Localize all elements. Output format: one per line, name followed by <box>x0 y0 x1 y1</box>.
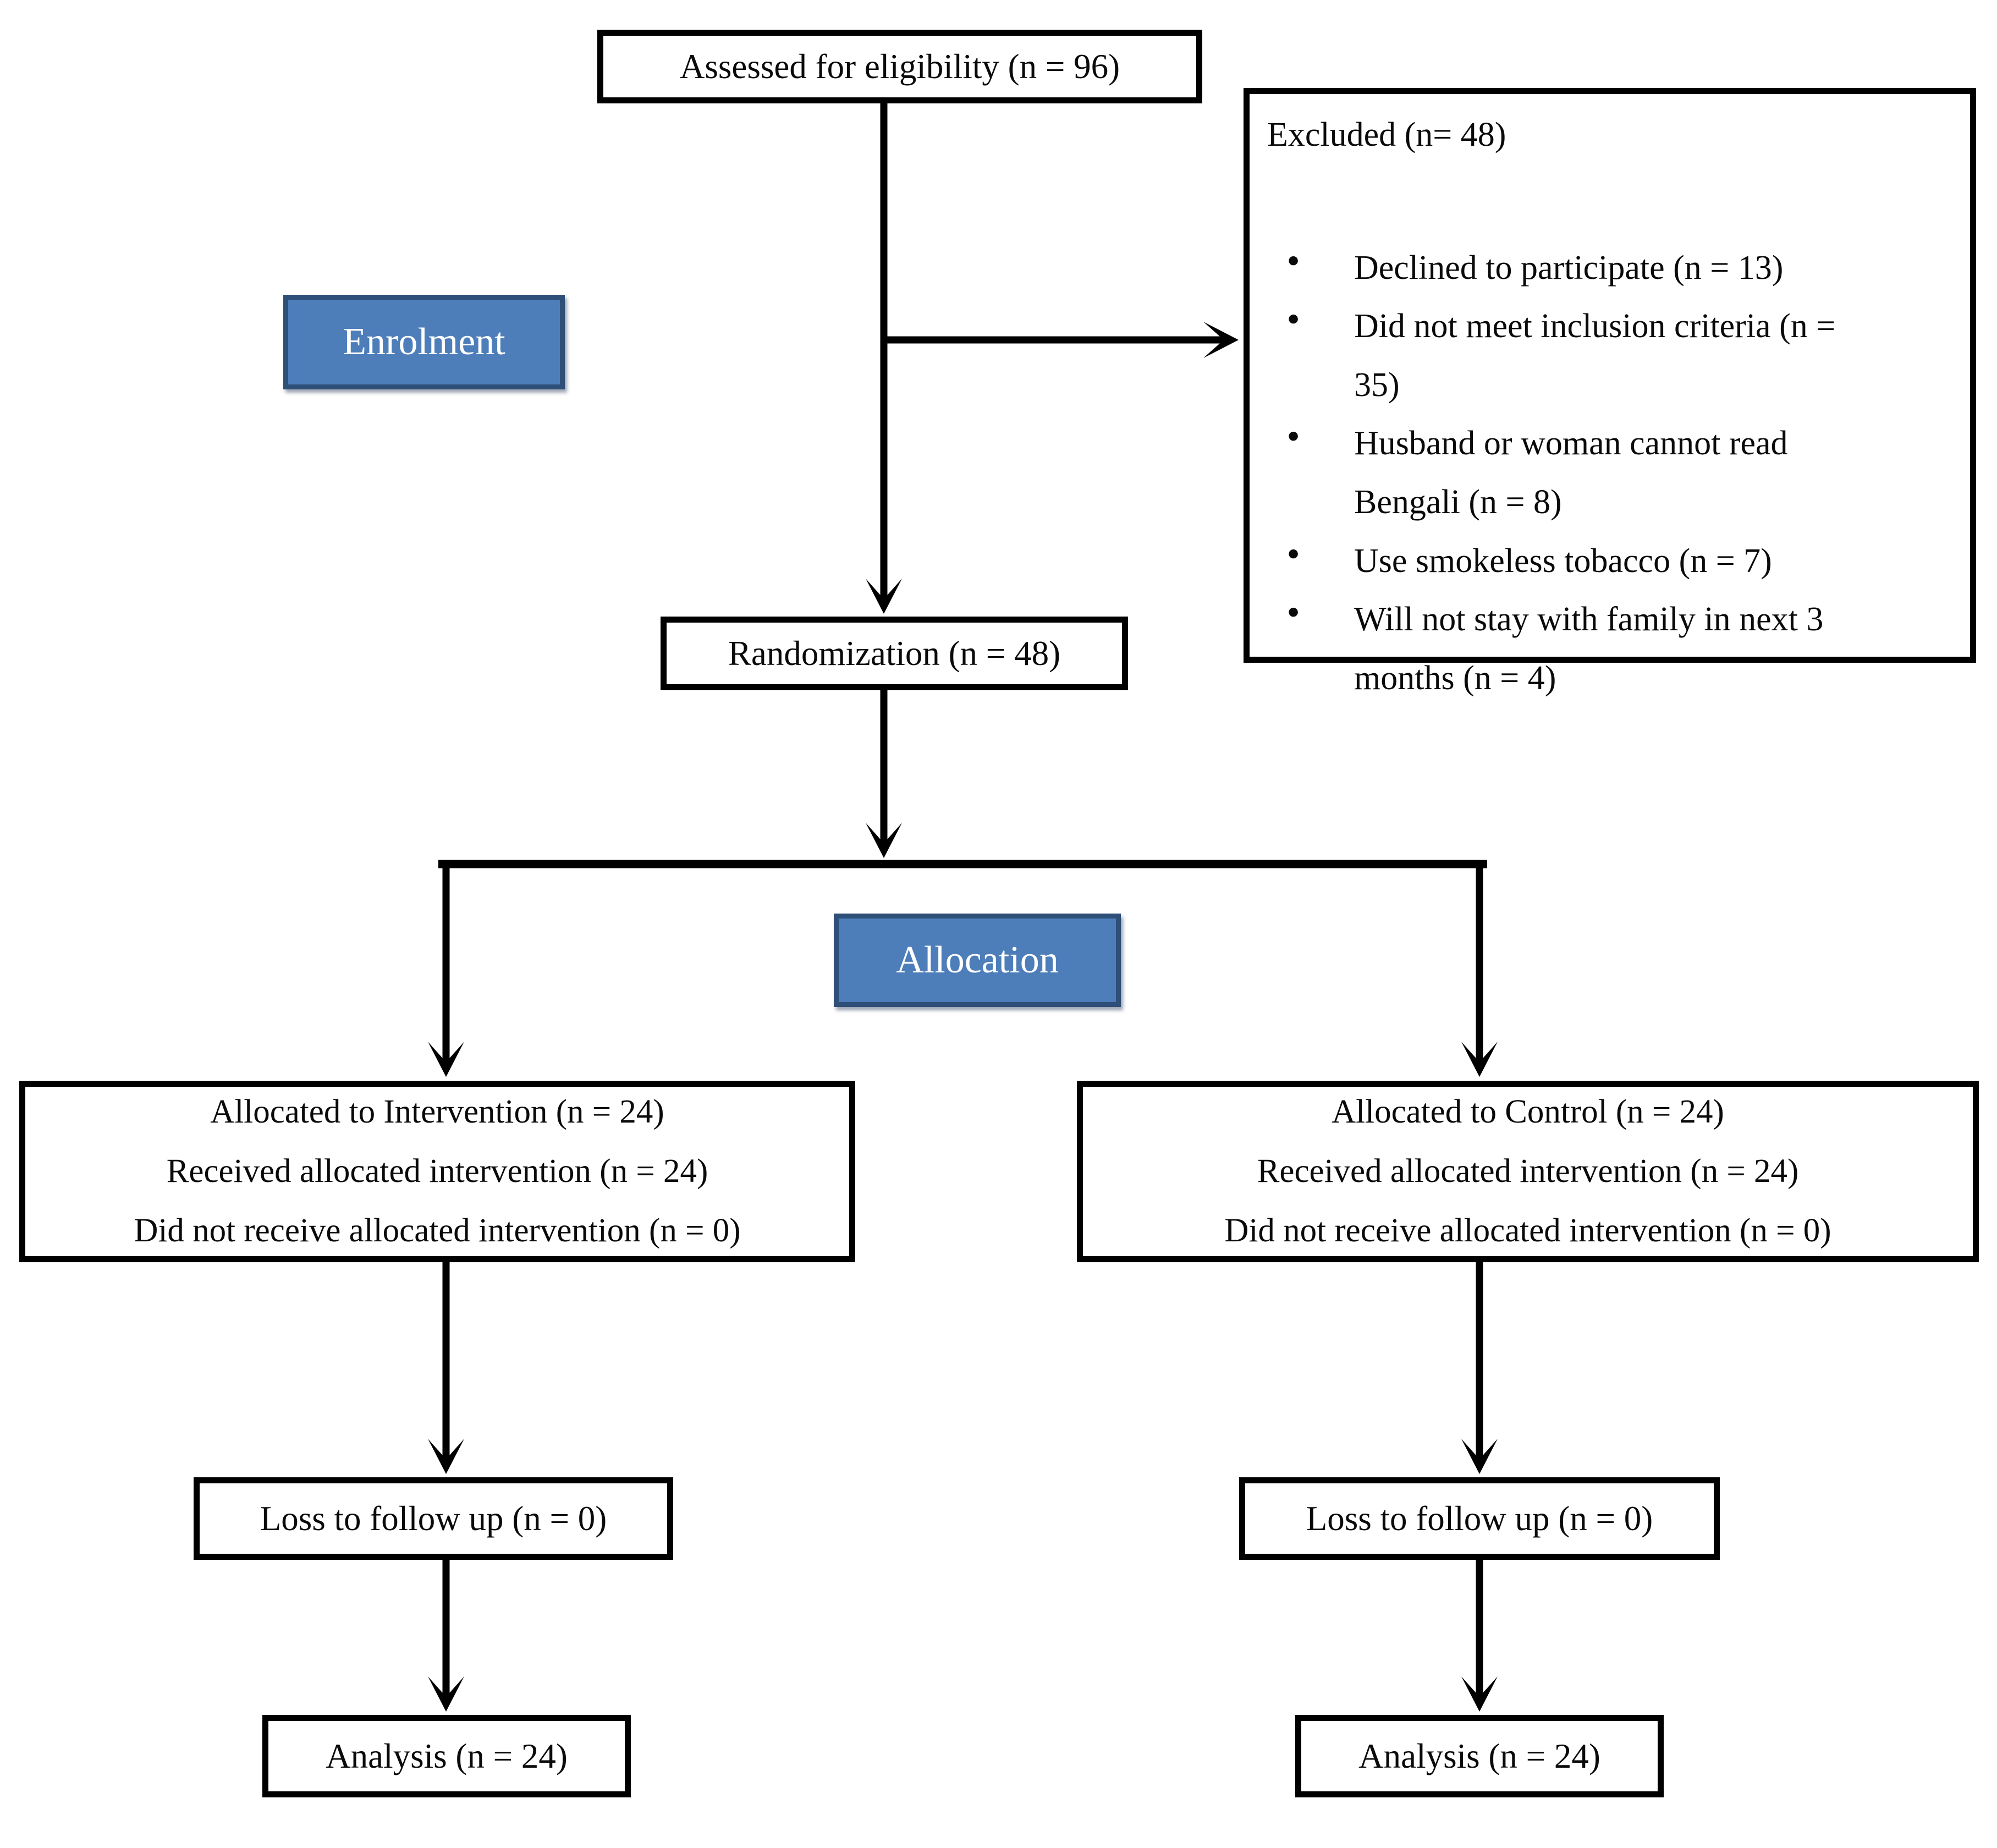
stage-label-allocation: Allocation <box>834 914 1121 1007</box>
allocated-intervention-line: Did not receive allocated intervention (… <box>134 1212 741 1249</box>
arrowhead-control <box>1461 1042 1498 1077</box>
arrowhead-randomization <box>866 579 902 614</box>
randomization-text: Randomization (n = 48) <box>728 634 1061 673</box>
excluded-reason-item: Use smokeless tobacco (n = 7) <box>1285 532 1944 591</box>
allocated-control-line: Received allocated intervention (n = 24) <box>1257 1153 1799 1190</box>
box-allocated-intervention: Allocated to Intervention (n = 24) Recei… <box>19 1081 855 1262</box>
arrowhead-analysis-intervention <box>428 1676 464 1712</box>
assessed-eligibility-text: Assessed for eligibility (n = 96) <box>679 47 1120 86</box>
arrowhead-excluded <box>1203 322 1239 358</box>
loss-followup-intervention-text: Loss to follow up (n = 0) <box>260 1499 607 1538</box>
box-allocated-control: Allocated to Control (n = 24) Received a… <box>1077 1081 1979 1262</box>
excluded-reason-item: Will not stay with family in next 3 mont… <box>1285 590 1944 707</box>
arrowhead-analysis-control <box>1461 1676 1498 1712</box>
box-analysis-intervention: Analysis (n = 24) <box>262 1715 631 1797</box>
box-assessed-eligibility: Assessed for eligibility (n = 96) <box>597 30 1202 103</box>
excluded-reasons-list: Declined to participate (n = 13) Did not… <box>1267 239 1944 708</box>
box-excluded: Excluded (n= 48) Declined to participate… <box>1244 88 1976 697</box>
arrowhead-intervention <box>428 1042 464 1077</box>
excluded-title: Excluded (n= 48) <box>1267 116 1506 153</box>
enrolment-label-text: Enrolment <box>343 321 505 363</box>
analysis-control-text: Analysis (n = 24) <box>1358 1736 1600 1775</box>
allocated-control-line: Did not receive allocated intervention (… <box>1224 1212 1831 1249</box>
loss-followup-control-text: Loss to follow up (n = 0) <box>1306 1499 1653 1538</box>
box-analysis-control: Analysis (n = 24) <box>1295 1715 1664 1797</box>
arrowhead-split <box>866 823 902 858</box>
allocated-intervention-line: Allocated to Intervention (n = 24) <box>210 1093 664 1130</box>
excluded-reason-item: Did not meet inclusion criteria (n = 35) <box>1285 297 1944 414</box>
excluded-reason-item: Husband or woman cannot read Bengali (n … <box>1285 414 1944 531</box>
box-loss-followup-control: Loss to follow up (n = 0) <box>1239 1477 1720 1560</box>
box-randomization: Randomization (n = 48) <box>661 617 1128 690</box>
excluded-reason-item: Declined to participate (n = 13) <box>1285 239 1944 298</box>
allocation-label-text: Allocation <box>896 939 1059 981</box>
arrowhead-loss-control <box>1461 1439 1498 1474</box>
box-loss-followup-intervention: Loss to follow up (n = 0) <box>194 1477 673 1560</box>
arrowhead-loss-intervention <box>428 1439 464 1474</box>
stage-label-enrolment: Enrolment <box>283 295 565 389</box>
analysis-intervention-text: Analysis (n = 24) <box>326 1736 568 1775</box>
allocated-control-line: Allocated to Control (n = 24) <box>1332 1093 1724 1130</box>
allocated-intervention-line: Received allocated intervention (n = 24) <box>166 1153 708 1190</box>
